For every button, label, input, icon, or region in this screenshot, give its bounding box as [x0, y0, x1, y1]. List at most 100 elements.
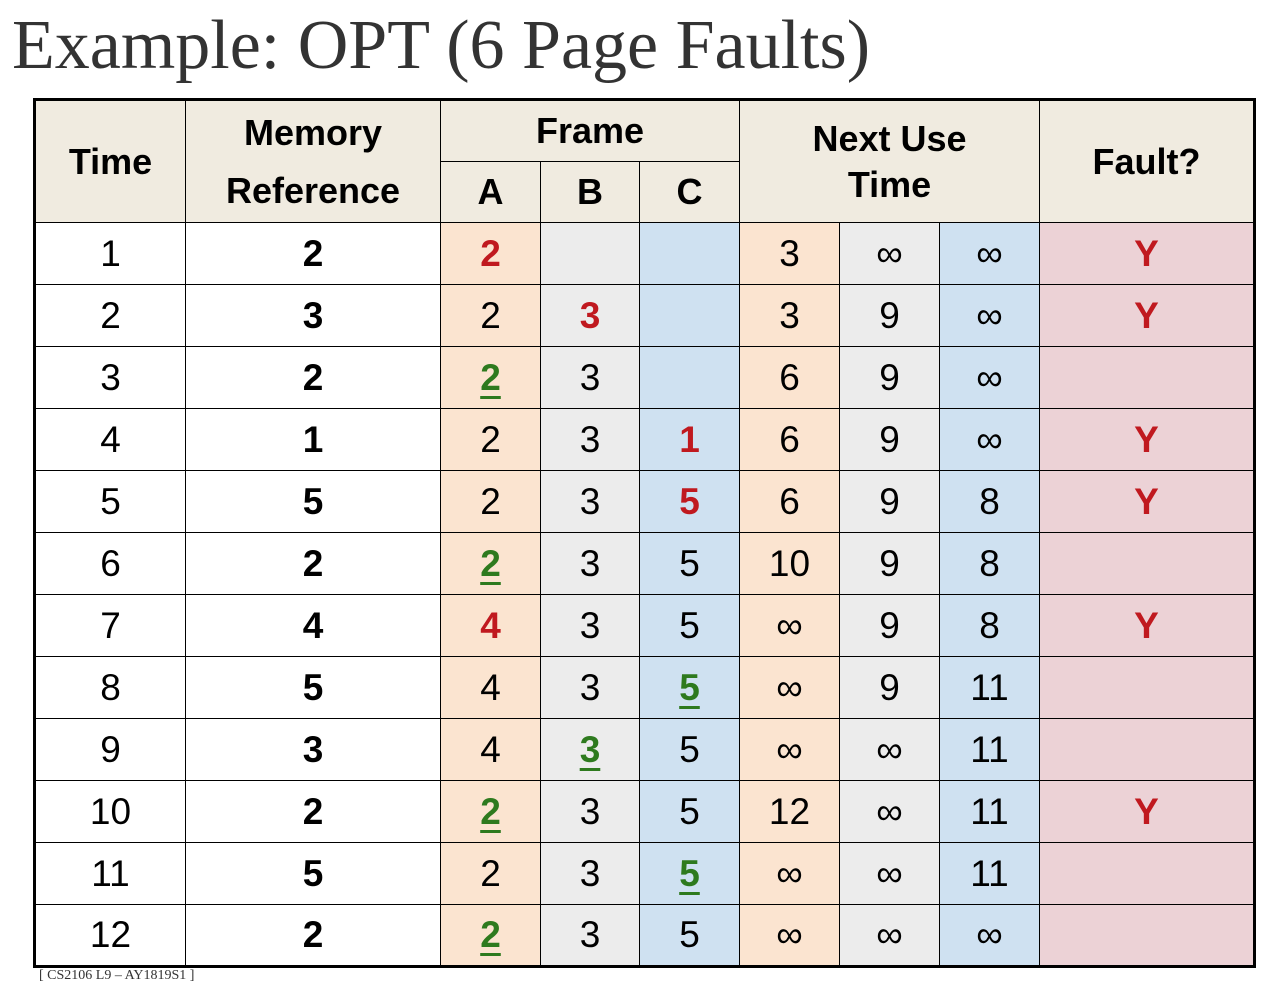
cell-frame-c-value: 5: [679, 604, 700, 646]
cell-next-use-b: ∞: [839, 222, 940, 285]
cell-frame-b-value: 3: [579, 604, 601, 646]
cell-next-use-c: 11: [939, 656, 1040, 719]
cell-frame-b: 3: [540, 904, 640, 967]
cell-frame-c-value: 5: [679, 790, 700, 832]
cell-fault: [1039, 656, 1255, 719]
cell-time: 1: [34, 222, 186, 285]
cell-frame-b-value: 3: [579, 728, 601, 770]
cell-fault: Y: [1039, 284, 1255, 347]
cell-next-use-c: 8: [939, 470, 1040, 533]
cell-frame-b: 3: [540, 408, 640, 471]
cell-next-use-b-value: 9: [879, 542, 900, 584]
cell-frame-a-value: 2: [480, 790, 501, 832]
cell-next-use-a-value: 6: [779, 418, 800, 460]
cell-time: 7: [34, 594, 186, 657]
cell-next-use-c: 11: [939, 842, 1040, 905]
cell-frame-c-value: 5: [679, 666, 700, 708]
cell-frame-a: 2: [440, 532, 541, 595]
cell-frame-a: 2: [440, 346, 541, 409]
cell-next-use-c-value: ∞: [976, 294, 1003, 336]
cell-next-use-b: ∞: [839, 904, 940, 967]
cell-time-value: 11: [91, 852, 130, 894]
cell-time-value: 7: [100, 604, 121, 646]
cell-memory-reference: 2: [185, 532, 441, 595]
cell-next-use-a: 6: [739, 470, 840, 533]
cell-frame-b-value: 3: [579, 418, 601, 460]
cell-frame-c-value: 5: [679, 480, 700, 522]
cell-next-use-c-value: 8: [979, 604, 1000, 646]
cell-next-use-a: ∞: [739, 904, 840, 967]
header-frame-a: A: [440, 161, 541, 223]
cell-frame-b: 3: [540, 718, 640, 781]
cell-frame-c-value: 5: [679, 542, 700, 584]
cell-next-use-a: 6: [739, 408, 840, 471]
cell-fault: Y: [1039, 470, 1255, 533]
cell-next-use-c-value: 11: [970, 852, 1009, 894]
cell-frame-c-value: 1: [679, 418, 700, 460]
cell-frame-c-value: 5: [679, 914, 700, 955]
cell-time: 10: [34, 780, 186, 843]
cell-next-use-c-value: 11: [970, 666, 1009, 708]
cell-frame-b-value: 3: [579, 914, 601, 955]
cell-next-use-a: 3: [739, 222, 840, 285]
cell-next-use-b-value: ∞: [876, 232, 903, 274]
cell-next-use-b-value: ∞: [876, 852, 903, 894]
cell-fault-value: Y: [1134, 232, 1159, 274]
cell-next-use-c: 8: [939, 532, 1040, 595]
cell-memory-reference-value: 2: [302, 232, 324, 274]
cell-next-use-c: ∞: [939, 408, 1040, 471]
cell-memory-reference-value: 3: [302, 294, 324, 336]
header-frame-b: B: [540, 161, 640, 223]
cell-next-use-a: ∞: [739, 842, 840, 905]
cell-frame-a-value: 2: [480, 418, 501, 460]
cell-time: 8: [34, 656, 186, 719]
cell-next-use-c-value: ∞: [976, 356, 1003, 398]
cell-next-use-b: 9: [839, 470, 940, 533]
cell-fault: [1039, 842, 1255, 905]
header-next-use-time: Next Use Time: [739, 99, 1040, 223]
cell-next-use-a-value: 10: [768, 542, 811, 584]
cell-next-use-c-value: 11: [970, 728, 1009, 770]
cell-memory-reference-value: 2: [302, 914, 324, 955]
cell-next-use-a-value: ∞: [776, 666, 803, 708]
cell-frame-b-value: 3: [579, 666, 601, 708]
cell-next-use-c: ∞: [939, 904, 1040, 967]
cell-next-use-c-value: 11: [970, 790, 1009, 832]
cell-next-use-a: ∞: [739, 718, 840, 781]
cell-next-use-c: ∞: [939, 346, 1040, 409]
cell-frame-a: 2: [440, 842, 541, 905]
header-memory-reference-line1: Memory: [243, 111, 383, 153]
cell-time: 4: [34, 408, 186, 471]
cell-fault-value: Y: [1134, 790, 1159, 832]
cell-frame-c: [639, 284, 740, 347]
cell-memory-reference-value: 3: [302, 728, 324, 770]
cell-frame-a: 2: [440, 284, 541, 347]
cell-memory-reference: 5: [185, 470, 441, 533]
cell-memory-reference: 5: [185, 842, 441, 905]
header-frame: Frame: [440, 99, 740, 162]
cell-fault-value: Y: [1134, 480, 1159, 522]
cell-frame-b-value: 3: [579, 542, 601, 584]
cell-next-use-b-value: 9: [879, 294, 900, 336]
cell-frame-a: 2: [440, 780, 541, 843]
header-time: Time: [34, 99, 186, 223]
cell-next-use-b-value: ∞: [876, 728, 903, 770]
cell-next-use-a: 6: [739, 346, 840, 409]
cell-frame-c: 5: [639, 842, 740, 905]
cell-next-use-b: ∞: [839, 718, 940, 781]
cell-next-use-b-value: 9: [879, 480, 900, 522]
cell-next-use-c-value: 8: [979, 480, 1000, 522]
cell-fault: [1039, 532, 1255, 595]
cell-next-use-a: 12: [739, 780, 840, 843]
cell-memory-reference: 3: [185, 718, 441, 781]
cell-memory-reference-value: 4: [302, 604, 324, 646]
cell-frame-b-value: 3: [579, 790, 601, 832]
slide-footer: [ CS2106 L9 – AY1819S1 ]: [36, 968, 198, 984]
cell-frame-c: 5: [639, 594, 740, 657]
header-next-use-line2: Time: [847, 163, 932, 205]
